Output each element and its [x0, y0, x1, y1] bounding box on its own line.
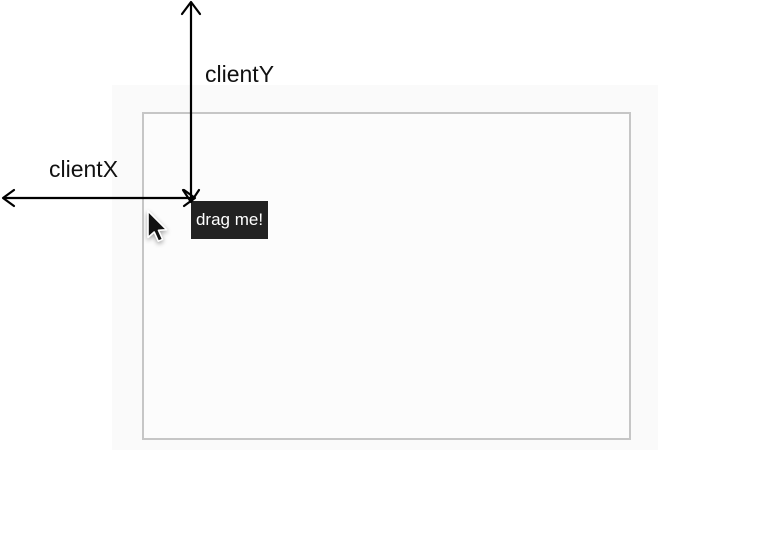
- arrow-head-up-icon: [180, 0, 202, 16]
- clientx-label: clientX: [49, 156, 119, 182]
- clienty-label: clientY: [205, 61, 275, 87]
- drag-me-box[interactable]: drag me!: [191, 201, 268, 239]
- drag-area[interactable]: [142, 112, 631, 440]
- arrow-head-left-icon: [1, 188, 16, 208]
